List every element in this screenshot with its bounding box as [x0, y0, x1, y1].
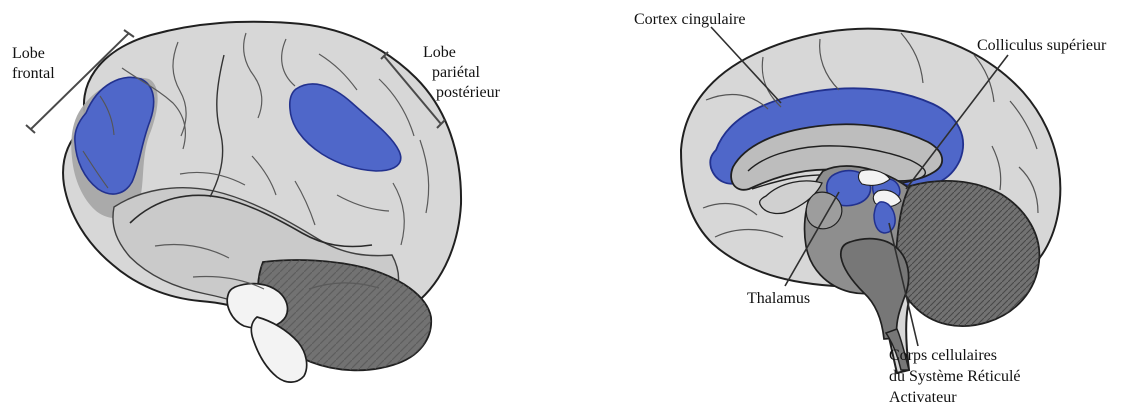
cortex-cingulaire-label: Cortex cingulaire — [634, 10, 746, 30]
corps-cellulaires-label: Corps cellulaires du Système Réticulé Ac… — [889, 345, 1021, 408]
corps-cellulaires-line-1: Corps cellulaires — [889, 345, 1021, 366]
lobe-parietal-line-1: Lobe — [421, 43, 533, 63]
lobe-frontal-line-1: Lobe — [12, 44, 55, 64]
lobe-parietal-line-2: pariétal — [421, 63, 533, 83]
lobe-frontal-line-2: frontal — [12, 64, 55, 84]
lobe-parietal-line-3: postérieur — [421, 83, 533, 103]
lateral-brain-view — [26, 22, 461, 382]
colliculus-superieur-label: Colliculus supérieur — [977, 36, 1106, 56]
lobe-parietal-label: Lobe pariétal postérieur — [421, 43, 533, 103]
medial-brain-view — [681, 27, 1060, 373]
corps-cellulaires-line-2: du Système Réticulé — [889, 366, 1021, 387]
thalamus-label: Thalamus — [747, 289, 810, 309]
lobe-frontal-label: Lobe frontal — [12, 44, 55, 84]
corps-cellulaires-line-3: Activateur — [889, 387, 1021, 408]
